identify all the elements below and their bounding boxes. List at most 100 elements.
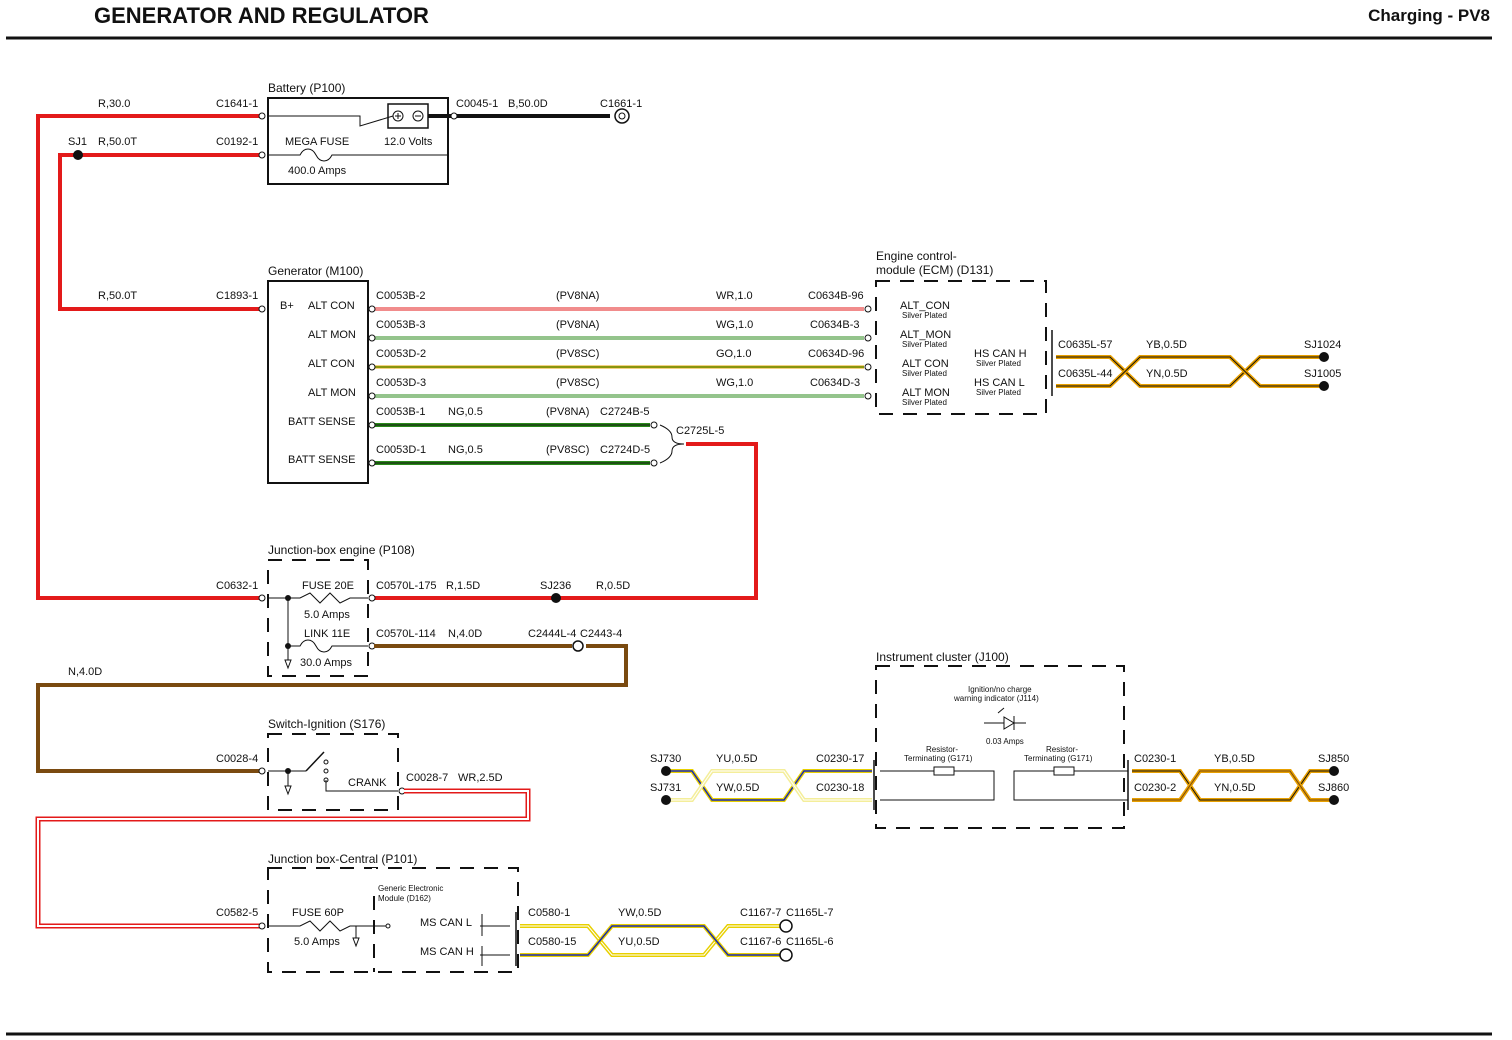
resistor-label: Resistor- — [1046, 745, 1078, 754]
mega-fuse-icon — [268, 148, 448, 162]
connector-label: C0230-18 — [816, 782, 864, 794]
wire-label: WR,2.5D — [458, 772, 503, 784]
ecm-can-label: HS CAN H — [974, 348, 1027, 360]
ecm-can-sub: Silver Plated — [976, 388, 1021, 397]
wire-cluster-left-pair — [668, 769, 872, 802]
connector-label: C0053D-3 — [376, 377, 426, 389]
ecm-can-sub: Silver Plated — [976, 359, 1021, 368]
wire-label: NG,0.5 — [448, 444, 483, 456]
splice-label: SJ236 — [540, 580, 571, 592]
fuse-60p-label: FUSE 60P — [292, 907, 344, 919]
indicator-label: warning indicator (J114) — [953, 694, 1039, 703]
jb-engine-title: Junction-box engine (P108) — [268, 543, 415, 557]
connector-label: C0230-2 — [1134, 782, 1176, 794]
ecm-pin-label: ALT MON — [902, 387, 950, 399]
connector-label: C0582-5 — [216, 907, 258, 919]
cluster-title: Instrument cluster (J100) — [876, 650, 1009, 664]
battery-title: Battery (P100) — [268, 81, 345, 95]
jb-central-title: Junction box-Central (P101) — [268, 852, 417, 866]
connector-label: C2725L-5 — [676, 425, 724, 437]
splice-label: SJ731 — [650, 782, 681, 794]
connector-label: C1893-1 — [216, 290, 258, 302]
wire-label: R,50.0T — [98, 290, 137, 302]
connector-label: C1165L-6 — [786, 936, 834, 948]
wire-label: GO,1.0 — [716, 348, 751, 360]
warning-led-icon — [984, 707, 1026, 730]
wire-red-generator — [58, 153, 262, 311]
ecm-pin-label: ALT CON — [902, 358, 949, 370]
connector-label: C1165L-7 — [786, 907, 834, 919]
ms-can-l-label: MS CAN L — [420, 917, 472, 929]
connector-label: C2444L-4 — [528, 628, 576, 640]
terminal — [258, 151, 266, 159]
jb-central-box — [267, 867, 519, 973]
splice-label: SJ730 — [650, 753, 681, 765]
ecm-box — [875, 280, 1047, 415]
splice-sj850 — [1329, 766, 1339, 776]
link-11e-rating: 30.0 Amps — [300, 657, 352, 669]
terminal — [258, 112, 266, 120]
resistor-icon — [1053, 766, 1075, 776]
resistor-label: Terminating (G171) — [1024, 754, 1093, 763]
fuse-60p-icon — [268, 920, 388, 932]
wire-label: R,0.5D — [596, 580, 630, 592]
mega-fuse-label: MEGA FUSE — [285, 136, 349, 148]
gen-pin-label: ALT CON — [308, 300, 355, 312]
wire-label: YN,0.5D — [1214, 782, 1256, 794]
splice-sj1 — [73, 150, 83, 160]
connector-label: C0230-17 — [816, 753, 864, 765]
switch-contact-icon — [305, 751, 325, 772]
connector-label: C1167-6 — [740, 936, 781, 948]
splice-label: SJ850 — [1318, 753, 1349, 765]
wire-label: WR,1.0 — [716, 290, 753, 302]
indicator-amps: 0.03 Amps — [986, 737, 1024, 746]
inline-connector-icon — [779, 948, 793, 962]
wire-wr-crank — [35, 788, 531, 929]
battery-volts: 12.0 Volts — [384, 136, 433, 148]
connector-label: C0053B-2 — [376, 290, 426, 302]
inline-connector-icon — [779, 919, 793, 933]
wire-label: YU,0.5D — [618, 936, 660, 948]
wire-label: R,30.0 — [98, 98, 130, 110]
wire-label: YB,0.5D — [1214, 753, 1255, 765]
wire-label: R,50.0T — [98, 136, 137, 148]
wire-label: WG,1.0 — [716, 377, 753, 389]
wire-label: YU,0.5D — [716, 753, 758, 765]
connector-label: C0634D-3 — [810, 377, 860, 389]
connector-label: C1641-1 — [216, 98, 258, 110]
wire-label: NG,0.5 — [448, 406, 483, 418]
variant-label: (PV8NA) — [546, 406, 589, 418]
connector-label: C0634D-96 — [808, 348, 864, 360]
connector-label: C0053B-3 — [376, 319, 426, 331]
connector-label: C0053B-1 — [376, 406, 426, 418]
splice-label: SJ860 — [1318, 782, 1349, 794]
switch-box — [267, 733, 399, 811]
wire-label: YW,0.5D — [618, 907, 661, 919]
wire-label: YB,0.5D — [1146, 339, 1187, 351]
wire-ms-can-pair — [520, 924, 780, 957]
splice-sj860 — [1329, 795, 1339, 805]
wire-label: B,50.0D — [508, 98, 548, 110]
inline-connector-icon — [572, 640, 584, 652]
connector-label: C0192-1 — [216, 136, 258, 148]
connector-label: C0570L-114 — [376, 628, 436, 640]
variant-label: (PV8NA) — [556, 319, 599, 331]
gem-title: Module (D162) — [378, 894, 431, 903]
fuse-20e-label: FUSE 20E — [302, 580, 354, 592]
variant-label: (PV8SC) — [556, 348, 599, 360]
connector-label: C0634B-96 — [808, 290, 864, 302]
connector-label: C0635L-44 — [1058, 368, 1112, 380]
fuse-20e-icon — [268, 592, 368, 604]
connector-label: C2724B-5 — [600, 406, 650, 418]
wire-label: YW,0.5D — [716, 782, 759, 794]
ecm-can-label: HS CAN L — [974, 377, 1025, 389]
ecm-pin-sub: Silver Plated — [902, 398, 947, 407]
connector-label: C2443-4 — [580, 628, 622, 640]
wire-label: R,1.5D — [446, 580, 480, 592]
gen-pin-label: BATT SENSE — [288, 416, 355, 428]
ecm-title: Engine control- — [876, 249, 957, 263]
ecm-pin-sub: Silver Plated — [902, 311, 947, 320]
connector-label: C0570L-175 — [376, 580, 437, 592]
connector-label: C0580-1 — [528, 907, 570, 919]
connector-label: C0045-1 — [456, 98, 498, 110]
